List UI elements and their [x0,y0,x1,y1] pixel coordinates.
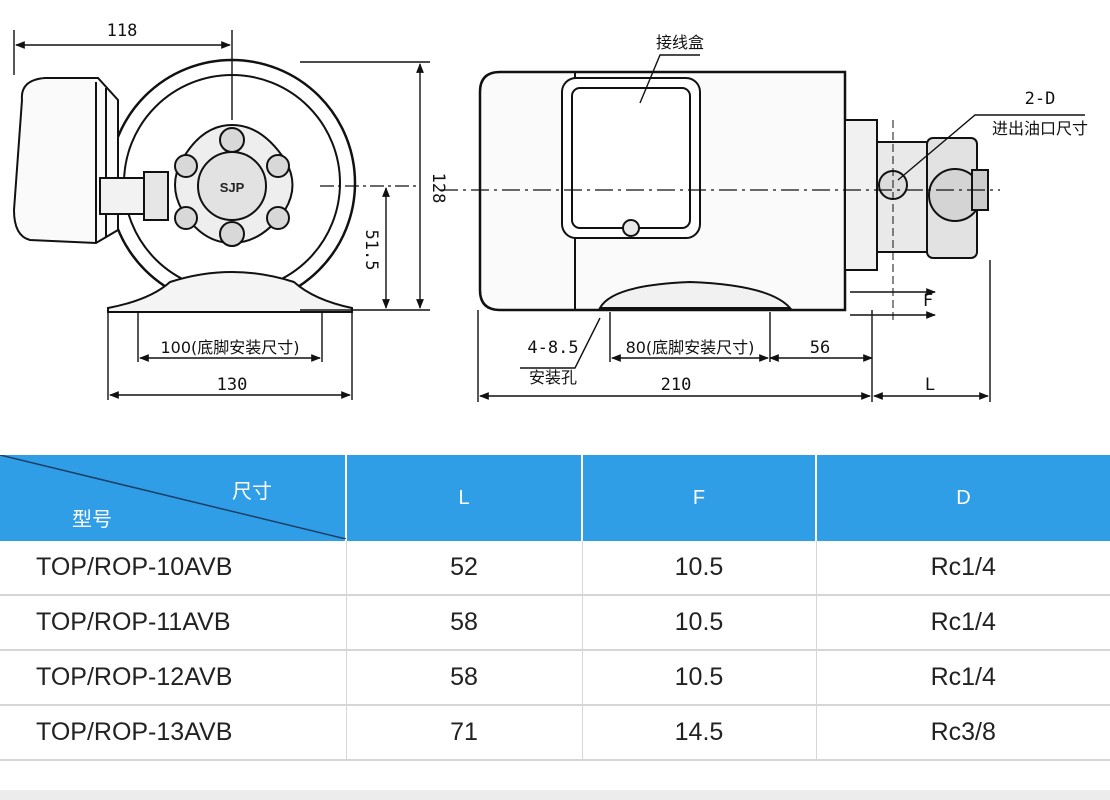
cell-f: 14.5 [582,705,817,761]
dim-130: 130 [217,375,248,395]
dim-210: 210 [661,375,692,395]
cell-f: 10.5 [582,650,817,706]
dim-128: 128 [428,173,448,204]
cell-d: Rc1/4 [816,650,1110,706]
cell-l: 58 [346,595,583,651]
dim-f: F [923,291,933,311]
pump-logo: SJP [220,180,245,195]
table-row: TOP/ROP-13AVB 71 14.5 Rc3/8 [0,705,1110,761]
header-model-label: 型号 [72,509,112,531]
cell-l: 58 [346,650,583,706]
cell-model: TOP/ROP-13AVB [0,705,347,761]
mount-hole-label: 安装孔 [529,368,577,387]
header-diagonal-cell: 尺寸 型号 [0,455,347,541]
table-header-row: 尺寸 型号 L F D [0,455,1110,541]
port-size-label: 进出油口尺寸 [992,119,1088,138]
cell-model: TOP/ROP-11AVB [0,595,347,651]
cell-d: Rc1/4 [816,541,1110,596]
port-count-label: 2-D [1025,89,1056,109]
cell-f: 10.5 [582,595,817,651]
column-header-f: F [582,455,817,541]
cell-f: 10.5 [582,541,817,596]
dim-118: 118 [107,21,138,41]
cell-d: Rc3/8 [816,705,1110,761]
bottom-divider [0,790,1110,800]
side-view [440,70,1000,320]
technical-drawing: SJP 118 128 51.5 100(底脚安装尺寸) 130 接线盒 2-D… [12,21,1088,402]
front-view [12,58,420,313]
column-header-l: L [346,455,583,541]
table-row: TOP/ROP-10AVB 52 10.5 Rc1/4 [0,541,1110,596]
junction-box-label: 接线盒 [656,33,704,52]
dim-80-foot-mount: 80(底脚安装尺寸) [626,338,755,357]
dim-56: 56 [810,338,830,358]
cell-d: Rc1/4 [816,595,1110,651]
cell-l: 71 [346,705,583,761]
dim-51-5: 51.5 [361,230,381,271]
dim-l: L [925,375,935,395]
cell-l: 52 [346,541,583,596]
dim-100-foot-mount: 100(底脚安装尺寸) [160,338,299,357]
header-size-label: 尺寸 [232,481,272,503]
table-row: TOP/ROP-11AVB 58 10.5 Rc1/4 [0,595,1110,651]
cell-model: TOP/ROP-12AVB [0,650,347,706]
spec-table: 尺寸 型号 L F D TOP/ROP-10AVB 52 10.5 Rc1/4 … [0,455,1110,761]
column-header-d: D [816,455,1110,541]
cell-model: TOP/ROP-10AVB [0,541,347,596]
table-row: TOP/ROP-12AVB 58 10.5 Rc1/4 [0,650,1110,706]
mount-hole-dim: 4-8.5 [527,338,578,358]
header-diagonal-line [0,455,346,539]
